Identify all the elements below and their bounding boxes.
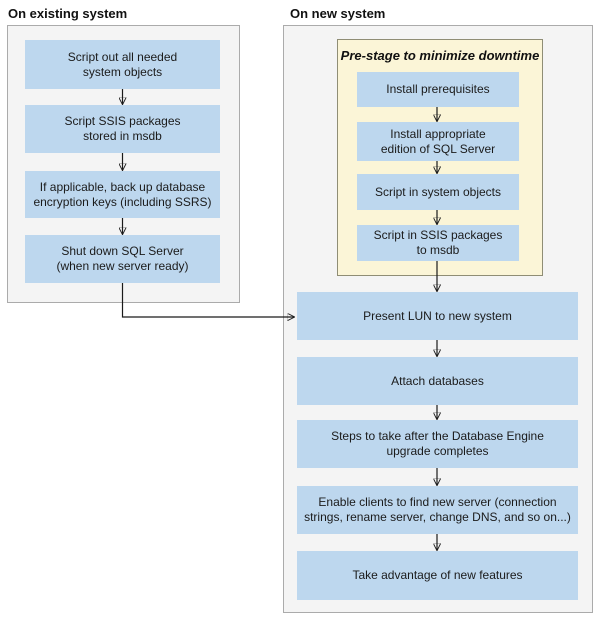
step-present-lun: Present LUN to new system — [297, 292, 578, 340]
step-script-ssis-packages: Script SSIS packages stored in msdb — [25, 105, 220, 153]
existing-system-header: On existing system — [8, 6, 128, 21]
step-install-prerequisites: Install prerequisites — [357, 72, 519, 107]
step-attach-databases: Attach databases — [297, 357, 578, 405]
step-script-in-ssis-packages: Script in SSIS packages to msdb — [357, 225, 519, 261]
step-backup-encryption-keys: If applicable, back up database encrypti… — [25, 171, 220, 218]
step-take-advantage-new-features: Take advantage of new features — [297, 551, 578, 600]
step-enable-clients: Enable clients to find new server (conne… — [297, 486, 578, 534]
step-install-sql-server-edition: Install appropriate edition of SQL Serve… — [357, 122, 519, 161]
step-shut-down-sql-server: Shut down SQL Server (when new server re… — [25, 235, 220, 283]
prestage-title: Pre-stage to minimize downtime — [340, 48, 540, 63]
step-script-out-system-objects: Script out all needed system objects — [25, 40, 220, 89]
step-after-upgrade-completes: Steps to take after the Database Engine … — [297, 420, 578, 468]
step-script-in-system-objects: Script in system objects — [357, 174, 519, 210]
new-system-header: On new system — [290, 6, 386, 21]
